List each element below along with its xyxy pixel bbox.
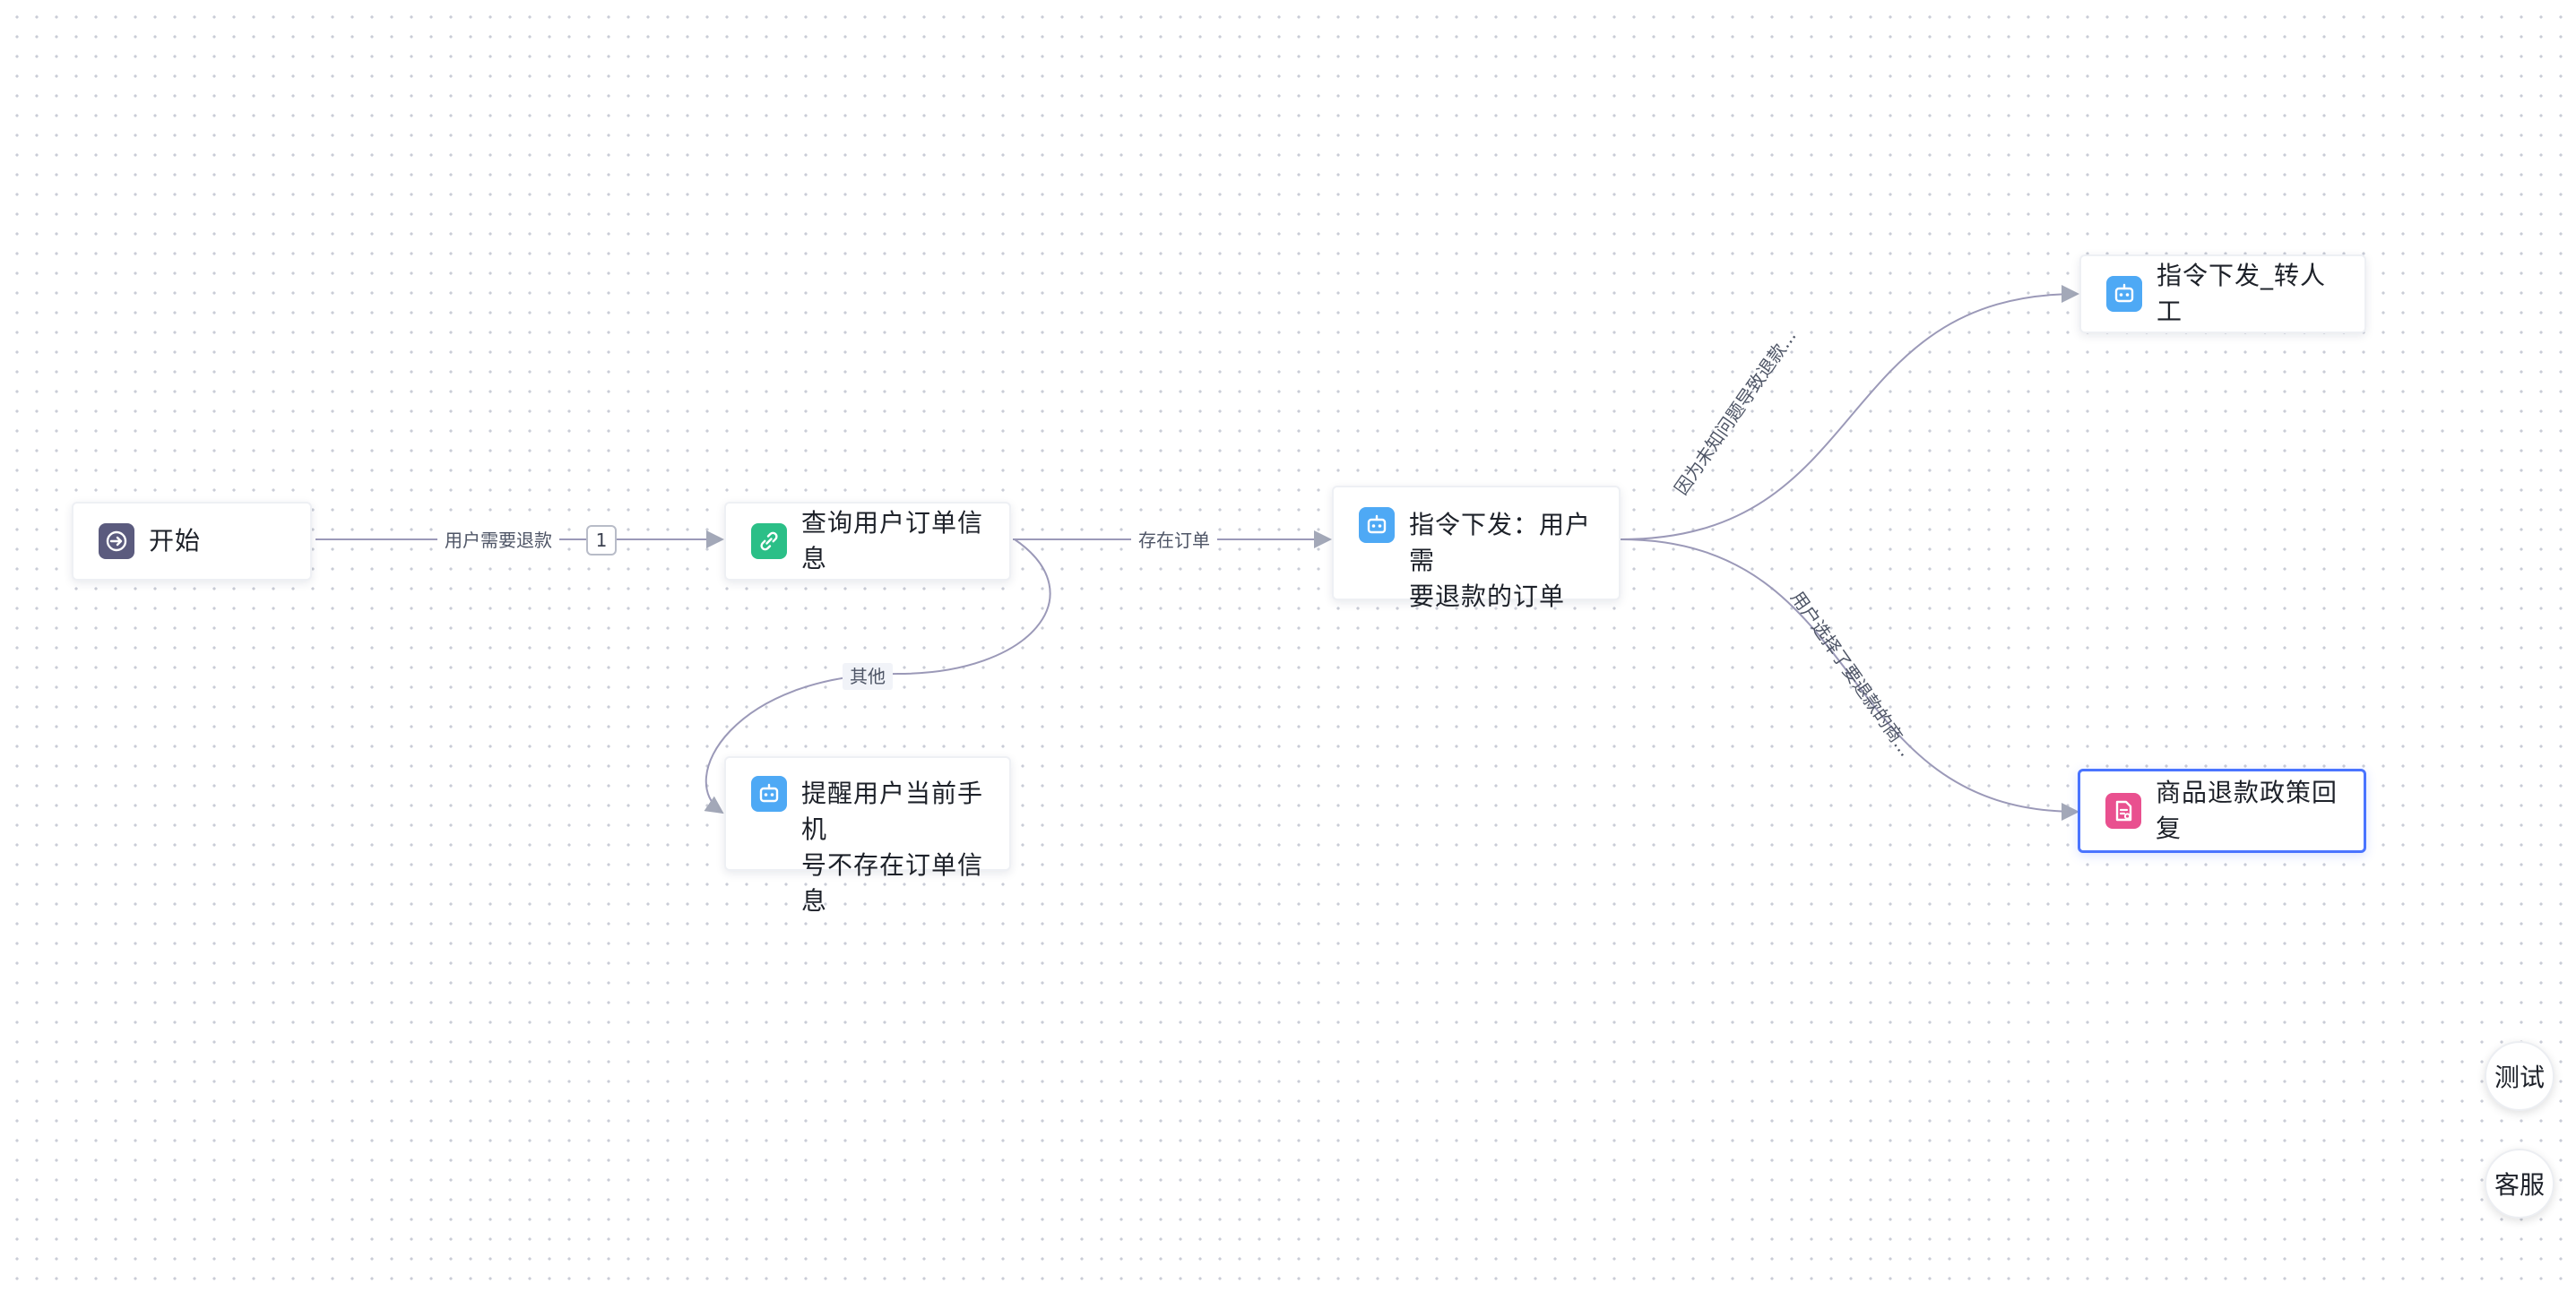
node-label: 商品退款政策回复 [2156, 778, 2338, 843]
edge-priority-badge: 1 [586, 525, 617, 556]
edge-query-to-remind[interactable] [704, 538, 1051, 814]
node-remind-no-order[interactable]: 提醒用户当前手机 号不存在订单信息 [724, 756, 1011, 916]
node-refund-policy[interactable]: 商品退款政策回复 [2078, 769, 2366, 853]
document-icon [2105, 793, 2141, 829]
node-label: 指令下发_转人工 [2157, 261, 2327, 326]
node-label-line-1: 指令下发：用户需 [1409, 510, 1592, 575]
node-label-line-1: 提醒用户当前手机 [801, 779, 984, 844]
node-label: 查询用户订单信息 [801, 508, 984, 573]
node-label: 指令下发：用户需 要退款的订单 [1409, 507, 1597, 615]
node-command-transfer[interactable]: 指令下发_转人工 [2079, 254, 2366, 333]
edge-command-to-transfer[interactable] [1620, 285, 2079, 540]
node-command-refund[interactable]: 指令下发：用户需 要退款的订单 [1332, 486, 1621, 611]
robot-icon [751, 776, 787, 812]
node-label: 开始 [149, 526, 202, 556]
link-icon [751, 523, 787, 559]
edge-label-query-to-remind: 其他 [843, 663, 893, 690]
node-label-line-2: 要退款的订单 [1409, 581, 1566, 611]
node-query-order[interactable]: 查询用户订单信息 [724, 502, 1011, 581]
edge-command-to-policy[interactable] [1620, 538, 2079, 821]
node-label-line-2: 号不存在订单信息 [801, 850, 984, 916]
edge-label-query-to-command: 存在订单 [1131, 527, 1217, 554]
start-arrow-icon [99, 523, 134, 559]
test-button[interactable]: 测试 [2485, 1041, 2554, 1111]
node-label: 提醒用户当前手机 号不存在订单信息 [801, 776, 988, 919]
edge-label-start-to-query: 用户需要退款 [437, 527, 559, 554]
robot-icon [2106, 276, 2142, 312]
robot-icon [1359, 507, 1395, 543]
node-start[interactable]: 开始 [72, 502, 312, 581]
customer-service-button[interactable]: 客服 [2485, 1149, 2554, 1219]
